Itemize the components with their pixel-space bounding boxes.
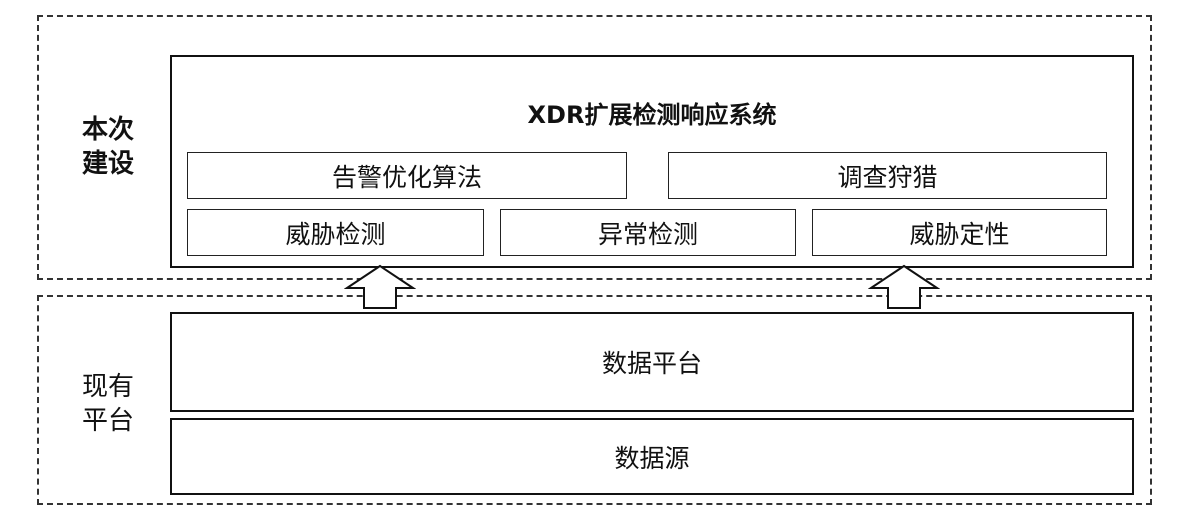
system-title: XDR扩展检测响应系统 — [527, 101, 777, 129]
up-arrow-icon — [868, 264, 940, 309]
build-region-label: 本次建设 — [81, 115, 134, 179]
module-investigation-hunting: 调查狩猎 — [668, 152, 1107, 199]
module-anomaly-detection: 异常检测 — [500, 209, 796, 256]
existing-region-label: 现有平台 — [81, 372, 134, 436]
module-threat-characterization: 威胁定性 — [812, 209, 1107, 256]
build-region — [37, 15, 1152, 280]
data-platform-box: 数据平台 — [170, 312, 1134, 412]
up-arrow-icon — [344, 264, 416, 309]
module-alert-optimization: 告警优化算法 — [187, 152, 627, 199]
data-source-box: 数据源 — [170, 418, 1134, 495]
existing-region — [37, 295, 1152, 505]
module-threat-detection: 威胁检测 — [187, 209, 484, 256]
